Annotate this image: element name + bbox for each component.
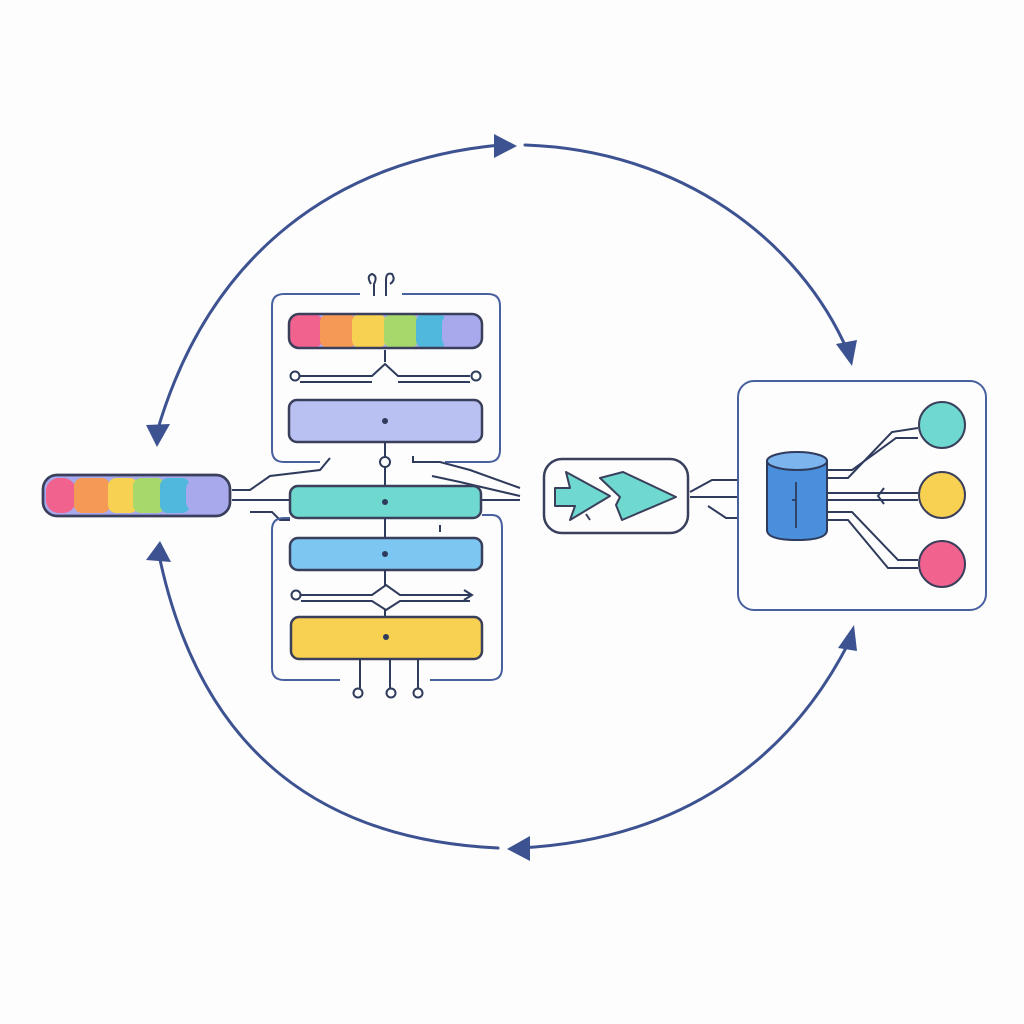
forward-arrows-box (542, 457, 690, 535)
cycle-arc-bottom-right (518, 638, 852, 850)
output-branches (828, 427, 919, 569)
output-panel (737, 380, 987, 611)
stack-connector-2 (290, 570, 474, 617)
output-node-pink (918, 540, 966, 588)
stack-token-row (287, 312, 484, 350)
cycle-arc-top-right (523, 143, 850, 354)
stack-bar-yellow-dot (383, 634, 389, 640)
bottom-wires (352, 659, 424, 699)
cycle-loop (155, 143, 852, 850)
stack-frame-bottom-left (271, 517, 340, 681)
stack-bar-lavender-dot (382, 418, 388, 424)
cycle-arc-top-left (155, 143, 502, 434)
arrowhead-right-icon (494, 134, 517, 158)
arrowhead-up-right-icon (838, 625, 857, 651)
stack-junction (379, 442, 521, 532)
processing-stack (271, 272, 521, 699)
output-node-teal (918, 401, 966, 449)
arrowhead-down-icon (836, 340, 857, 366)
stack-connector-1 (289, 350, 482, 383)
input-token-strip (41, 473, 232, 518)
cycle-arc-bottom-left (156, 548, 500, 850)
stack-frame-top (271, 293, 360, 463)
cylinder-icon (766, 451, 828, 542)
stack-bar-teal-dot (382, 499, 388, 505)
arrowhead-down-left-icon (146, 424, 170, 447)
top-wires (367, 272, 395, 296)
output-node-yellow (918, 471, 966, 519)
stack-frame-top-right (402, 293, 501, 463)
double-chevron-icon (554, 471, 677, 521)
arrowhead-up-icon (146, 541, 171, 562)
input-connectors (232, 457, 331, 521)
stack-bar-sky-dot (382, 551, 388, 557)
cycle-arrowheads (146, 134, 857, 861)
arrowhead-left-icon (507, 836, 530, 861)
stack-frame-bottom-right (430, 514, 503, 681)
